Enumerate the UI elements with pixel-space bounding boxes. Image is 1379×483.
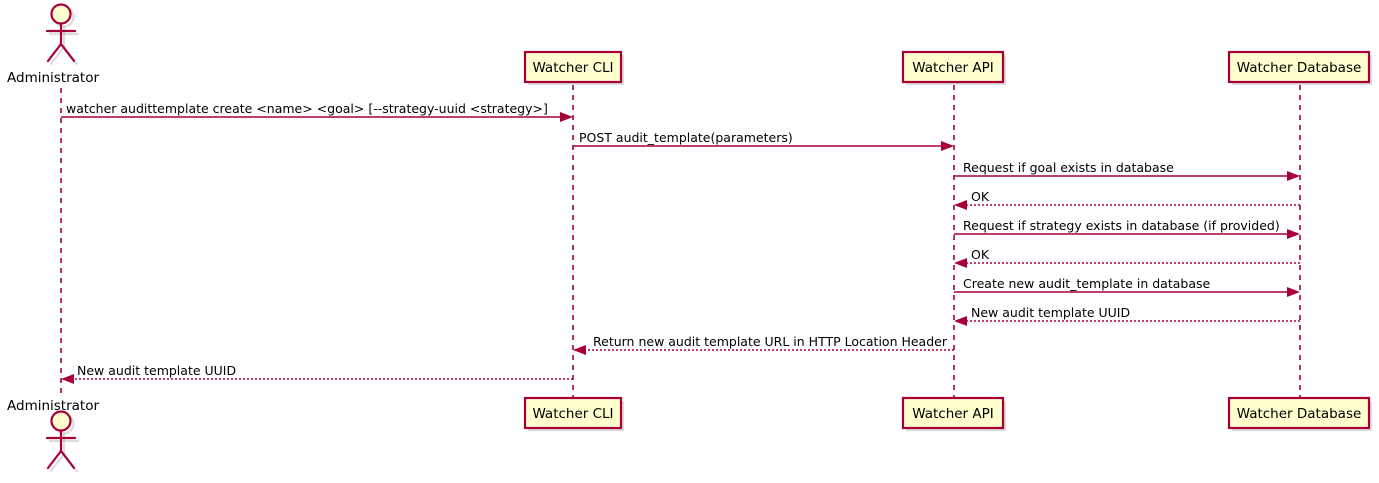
message-label-5: Request if strategy exists in database (… <box>963 218 1280 233</box>
actor-icon <box>45 410 77 470</box>
message-8: New audit template UUID <box>954 305 1300 326</box>
message-4: OK <box>954 189 1300 210</box>
message-5: Request if strategy exists in database (… <box>954 218 1300 239</box>
participant-watcher-api-top[interactable]: Watcher API <box>901 50 1006 85</box>
message-3: Request if goal exists in database <box>954 160 1300 181</box>
participant-watcher-cli-bottom[interactable]: Watcher CLI <box>523 396 624 431</box>
participant-label-watcher-cli-top: Watcher CLI <box>532 60 613 76</box>
participant-watcher-api-bottom[interactable]: Watcher API <box>901 396 1006 431</box>
message-label-6: OK <box>971 247 990 262</box>
message-2: POST audit_template(parameters) <box>573 130 954 151</box>
participant-label-watcher-cli-bottom: Watcher CLI <box>532 406 613 422</box>
participant-label-watcher-database-bottom: Watcher Database <box>1237 406 1362 422</box>
lifelines <box>60 85 1301 398</box>
message-label-3: Request if goal exists in database <box>963 160 1174 175</box>
participant-watcher-cli-top[interactable]: Watcher CLI <box>523 50 624 85</box>
message-label-1: watcher audittemplate create <name> <goa… <box>66 101 548 116</box>
message-label-7: Create new audit_template in database <box>963 276 1210 291</box>
message-9: Return new audit template URL in HTTP Lo… <box>573 334 954 355</box>
message-1: watcher audittemplate create <name> <goa… <box>61 101 573 122</box>
actor-label-administrator-top: Administrator <box>7 70 99 86</box>
message-label-10: New audit template UUID <box>77 363 236 378</box>
actor-icon <box>45 3 77 63</box>
message-label-4: OK <box>971 189 990 204</box>
message-label-2: POST audit_template(parameters) <box>579 130 793 145</box>
participant-label-watcher-database-top: Watcher Database <box>1237 60 1362 76</box>
participant-label-watcher-api-top: Watcher API <box>912 60 994 76</box>
actor-administrator-top[interactable]: Administrator <box>7 3 99 87</box>
message-10: New audit template UUID <box>61 363 573 384</box>
participant-watcher-database-top[interactable]: Watcher Database <box>1227 50 1372 85</box>
message-7: Create new audit_template in database <box>954 276 1300 297</box>
actor-administrator-bottom[interactable]: Administrator <box>7 398 99 473</box>
participant-watcher-database-bottom[interactable]: Watcher Database <box>1227 396 1372 431</box>
participant-label-watcher-api-bottom: Watcher API <box>912 406 994 422</box>
message-label-8: New audit template UUID <box>971 305 1130 320</box>
message-label-9: Return new audit template URL in HTTP Lo… <box>593 334 948 349</box>
message-6: OK <box>954 247 1300 268</box>
actor-label-administrator-bottom: Administrator <box>7 398 99 414</box>
